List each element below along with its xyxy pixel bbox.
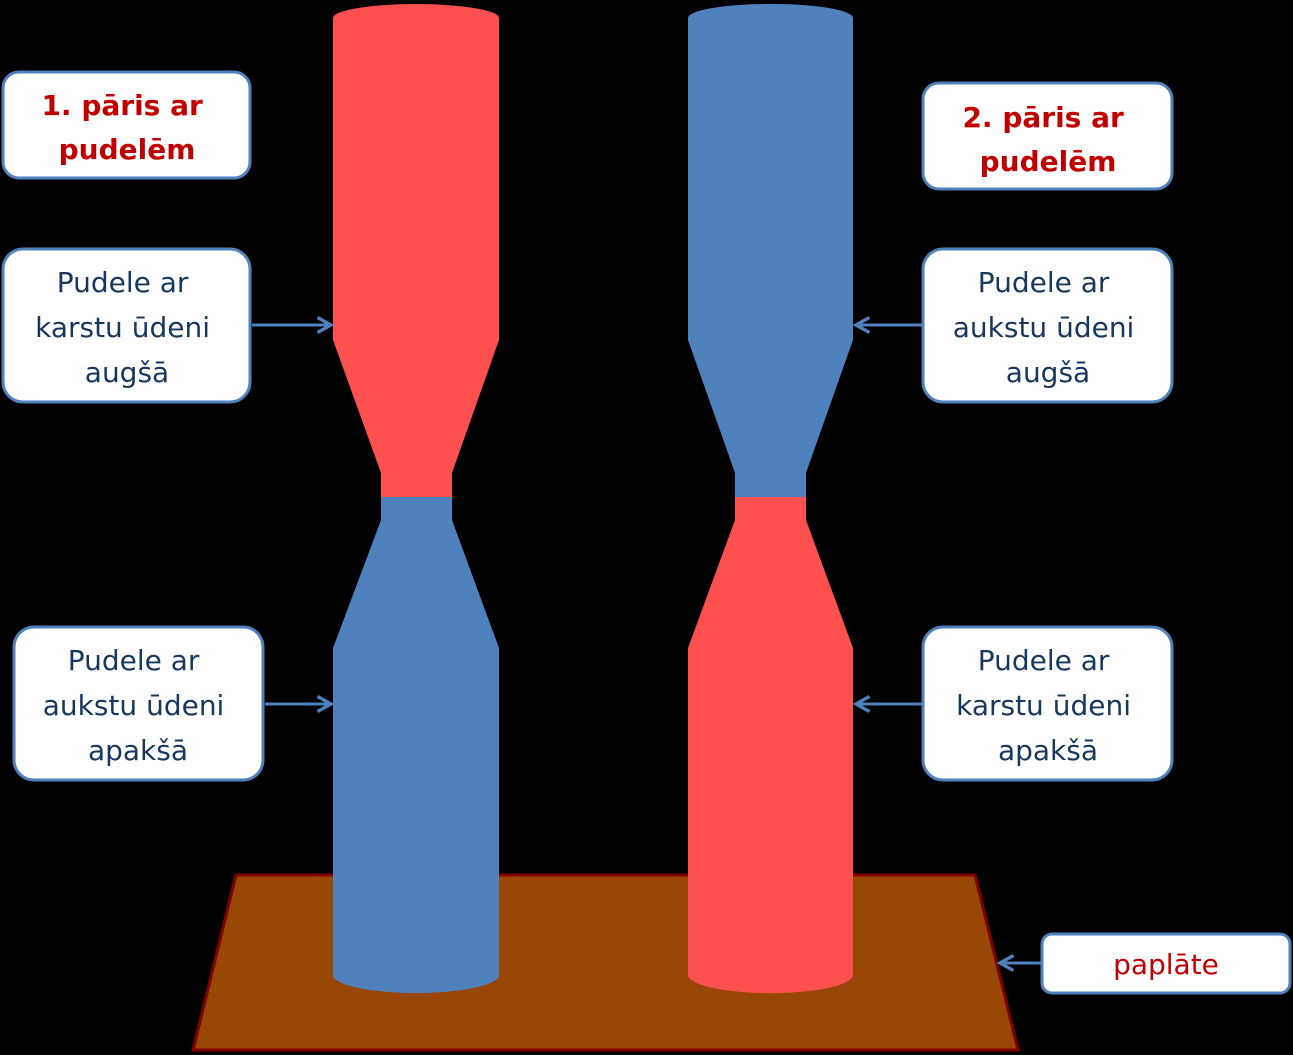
svg-text:Pudele ar aukstu ūdeni: Pudele ar aukstu ūdeni apakšā	[43, 644, 234, 767]
tray-label-text: paplāte	[1113, 948, 1219, 981]
label-line: Pudele ar	[68, 644, 200, 677]
label-line: karstu ūdeni	[956, 689, 1131, 722]
svg-text:Pudele ar karstu ūdeni: Pudele ar karstu ūdeni augšā	[35, 266, 219, 389]
svg-text:2. pāris ar pudelēm: 2. pāris ar pudelēm	[962, 101, 1133, 178]
pair1-bottom-label: Pudele ar aukstu ūdeni apakšā	[12, 625, 265, 782]
pair1-title-line1: 1. pāris ar	[41, 89, 203, 122]
label-line: augšā	[1006, 356, 1090, 389]
pair2-title-line1: 2. pāris ar	[962, 101, 1124, 134]
label-line: aukstu ūdeni	[43, 689, 225, 722]
tray-label: paplāte	[1040, 932, 1292, 995]
pair2-title-line2: pudelēm	[980, 145, 1117, 178]
bottle-hot-top	[333, 4, 499, 497]
label-line: karstu ūdeni	[35, 311, 210, 344]
pair2-top-label: Pudele ar aukstu ūdeni augšā	[921, 247, 1174, 404]
pair1-top-label: Pudele ar karstu ūdeni augšā	[1, 247, 252, 404]
bottle-cold-bottom	[333, 497, 499, 993]
svg-text:1. pāris ar pudelēm: 1. pāris ar pudelēm	[41, 89, 212, 166]
label-line: Pudele ar	[978, 644, 1110, 677]
pair2-bottom-label: Pudele ar karstu ūdeni apakšā	[921, 625, 1174, 782]
bottle-pair-1	[333, 4, 499, 993]
pair1-title-box: 1. pāris ar pudelēm	[1, 70, 252, 180]
svg-text:Pudele ar karstu ūdeni: Pudele ar karstu ūdeni apakšā	[956, 644, 1140, 767]
label-line: Pudele ar	[57, 266, 189, 299]
tray	[191, 873, 1020, 1052]
pair1-title-line2: pudelēm	[59, 133, 196, 166]
label-line: apakšā	[998, 734, 1098, 767]
label-line: augšā	[85, 356, 169, 389]
bottle-cold-top	[688, 3, 853, 497]
label-line: apakšā	[88, 734, 188, 767]
pair2-title-box: 2. pāris ar pudelēm	[921, 81, 1174, 191]
svg-text:Pudele ar aukstu ūdeni: Pudele ar aukstu ūdeni augšā	[953, 266, 1144, 389]
bottle-hot-bottom	[688, 497, 853, 994]
label-line: aukstu ūdeni	[953, 311, 1135, 344]
bottle-pair-2	[688, 3, 853, 994]
label-line: Pudele ar	[978, 266, 1110, 299]
